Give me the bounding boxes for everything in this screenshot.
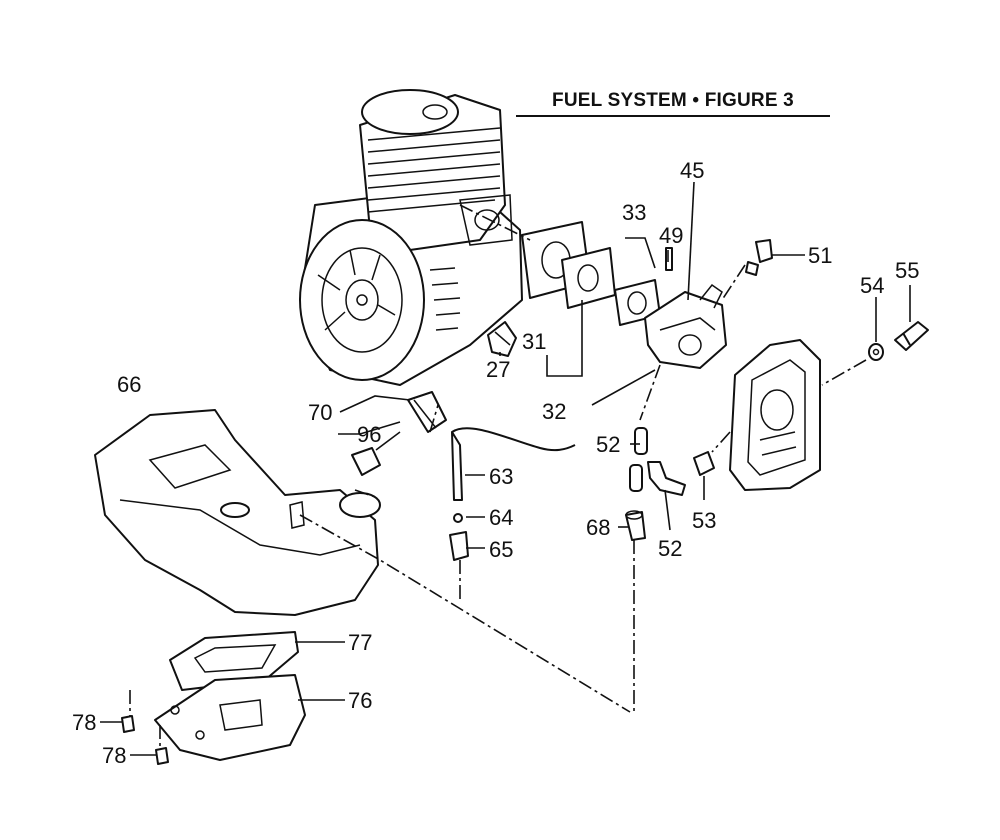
callout-66: 66	[117, 372, 141, 397]
callout-45: 45	[680, 158, 704, 183]
callout-labels: 45 33 49 51 54 55 31 27 32 66 70 96 52 6…	[72, 158, 919, 768]
callout-31: 31	[522, 329, 546, 354]
callout-78-lower: 78	[102, 743, 126, 768]
callout-27: 27	[486, 357, 510, 382]
fuel-tank	[94, 409, 381, 616]
callout-52-lower: 52	[658, 536, 682, 561]
callout-32: 32	[542, 399, 566, 424]
callout-52-upper: 52	[596, 432, 620, 457]
parts-54-55	[868, 321, 929, 361]
callout-54: 54	[860, 273, 884, 298]
callout-65: 65	[489, 537, 513, 562]
engine-assembly	[299, 89, 523, 386]
air-filter-cover	[729, 339, 821, 491]
callout-70: 70	[308, 400, 332, 425]
callout-68: 68	[586, 515, 610, 540]
callout-64: 64	[489, 505, 513, 530]
callout-53: 53	[692, 508, 716, 533]
intake-parts	[521, 221, 661, 326]
callout-77: 77	[348, 630, 372, 655]
leader-lines	[100, 181, 911, 756]
callout-49: 49	[659, 223, 683, 248]
callout-76: 76	[348, 688, 372, 713]
carburetor	[644, 239, 773, 369]
diagram-title: FUEL SYSTEM • FIGURE 3	[516, 90, 830, 117]
callout-63: 63	[489, 464, 513, 489]
callout-78-upper: 78	[72, 710, 96, 735]
fuel-lines	[449, 427, 715, 561]
callout-55: 55	[895, 258, 919, 283]
alignment-lines	[129, 204, 867, 748]
callout-51: 51	[808, 243, 832, 268]
callout-96: 96	[357, 422, 381, 447]
tank-mounts	[154, 631, 306, 761]
part-27	[487, 321, 517, 357]
bolts-78	[121, 715, 169, 765]
callout-33: 33	[622, 200, 646, 225]
